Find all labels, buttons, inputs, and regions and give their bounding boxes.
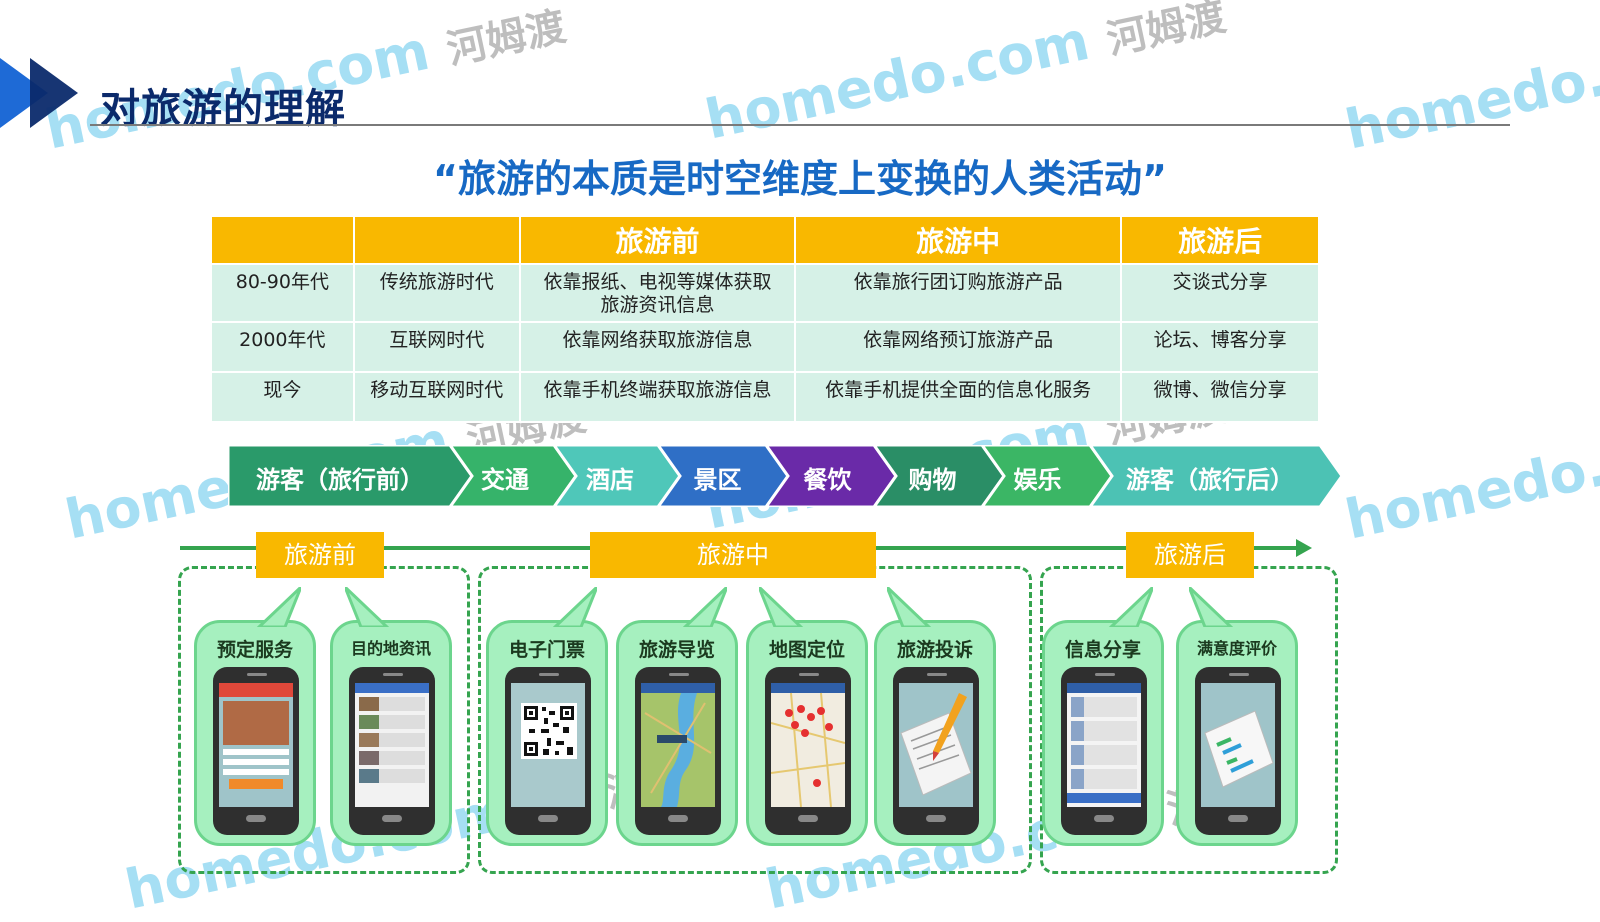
- table-cell: 依靠报纸、电视等媒体获取 旅游资讯信息: [518, 263, 797, 323]
- chain-step-label: 酒店: [586, 466, 634, 494]
- title-divider: [90, 124, 1510, 126]
- table-cell: 传统旅游时代: [352, 263, 521, 323]
- document-pen-icon: [899, 683, 973, 807]
- phone: [765, 667, 851, 835]
- table-cell: 依靠旅行团订购旅游产品: [794, 263, 1123, 323]
- service-card-label: 满意度评价: [1196, 639, 1277, 658]
- map-pin-icon: [771, 683, 845, 807]
- chain-step-chevron: [448, 445, 578, 507]
- table-row: 2000年代 互联网时代 依靠网络获取旅游信息 依靠网络预订旅游产品 论坛、博客…: [210, 321, 1320, 373]
- table-header-cell: 旅游前: [518, 215, 797, 265]
- rating-sheet-icon: [1201, 683, 1275, 807]
- service-card: 旅游投诉: [874, 587, 996, 846]
- service-card-label: 旅游投诉: [896, 639, 973, 661]
- phase-tag-during: 旅游中: [590, 532, 876, 578]
- chain-step-chevron: [1088, 445, 1344, 507]
- chain-step-chevron: [656, 445, 790, 507]
- destination-list-screen-icon: [355, 683, 429, 807]
- speech-tail-icon: [1189, 587, 1234, 627]
- watermark: homedo.com 河姆渡: [700, 0, 1230, 152]
- chain-step-chevron: [764, 445, 898, 507]
- table-cell: 依靠网络获取旅游信息: [518, 321, 797, 373]
- service-card: 地图定位: [746, 587, 868, 846]
- chain-step-label: 游客（旅行后）: [1126, 466, 1294, 494]
- logo-arrow-icon: [0, 58, 78, 128]
- phone: [213, 667, 299, 835]
- timeline-arrowhead-icon: [1296, 539, 1312, 557]
- service-card: 目的地资讯: [330, 587, 452, 846]
- service-card-label: 旅游导览: [638, 639, 715, 661]
- service-card-label: 目的地资讯: [350, 639, 431, 658]
- table-header-cell: [210, 215, 355, 265]
- chain-step-label: 娱乐: [1013, 466, 1062, 494]
- table-cell: 交谈式分享: [1120, 263, 1320, 323]
- chain-step-label: 交通: [481, 466, 529, 494]
- table-cell: 依靠手机终端获取旅游信息: [518, 371, 797, 423]
- watermark: homedo.com: [1340, 18, 1600, 162]
- table-cell: 依靠手机提供全面的信息化服务: [794, 371, 1123, 423]
- table-header-cell: 旅游中: [794, 215, 1123, 265]
- table-cell: 移动互联网时代: [352, 371, 521, 423]
- table-header-row: 旅游前 旅游中 旅游后: [210, 215, 1320, 265]
- table-row: 80-90年代 传统旅游时代 依靠报纸、电视等媒体获取 旅游资讯信息 依靠旅行团…: [210, 263, 1320, 323]
- table-cell: 互联网时代: [352, 321, 521, 373]
- table-cell: 80-90年代: [210, 263, 355, 323]
- phase-tag-after: 旅游后: [1126, 532, 1254, 578]
- service-card: 预定服务: [194, 587, 316, 846]
- chain-step-label: 游客（旅行前）: [256, 466, 424, 494]
- chain-step-chevron: [228, 445, 474, 507]
- table-cell: 论坛、博客分享: [1120, 321, 1320, 373]
- qr-code-icon: [511, 683, 585, 807]
- table-cell: 2000年代: [210, 321, 355, 373]
- table-cell: 微博、微信分享: [1120, 371, 1320, 423]
- phone: [635, 667, 721, 835]
- chain-step-chevron: [872, 445, 1006, 507]
- speech-tail-icon: [256, 587, 301, 627]
- table-row: 现今 移动互联网时代 依靠手机终端获取旅游信息 依靠手机提供全面的信息化服务 微…: [210, 371, 1320, 423]
- phone: [1195, 667, 1281, 835]
- travel-chain: [228, 445, 1344, 507]
- speech-tail-icon: [345, 587, 390, 627]
- service-card-label: 预定服务: [216, 639, 293, 661]
- speech-tail-icon: [887, 587, 932, 627]
- service-card: 信息分享: [1042, 587, 1164, 846]
- speech-tail-icon: [759, 587, 804, 627]
- chain-step-chevron: [980, 445, 1114, 507]
- service-card-label: 信息分享: [1064, 639, 1141, 661]
- speech-tail-icon: [1108, 587, 1153, 627]
- chain-step-label: 餐饮: [803, 466, 852, 494]
- speech-tail-icon: [552, 587, 597, 627]
- chain-step-chevron: [552, 445, 682, 507]
- slide-quote: “旅游的本质是时空维度上变换的人类活动”: [433, 157, 1167, 201]
- service-card: 满意度评价: [1176, 587, 1298, 846]
- service-card-label: 电子门票: [508, 639, 585, 661]
- service-card-label: 地图定位: [768, 639, 845, 661]
- phone: [505, 667, 591, 835]
- service-card: 电子门票: [486, 587, 608, 846]
- hotel-booking-screen-icon: [219, 683, 293, 807]
- watermark: homedo.com: [1340, 408, 1600, 552]
- social-feed-icon: [1067, 683, 1141, 807]
- phase-tag-before: 旅游前: [256, 532, 384, 578]
- chain-step-label: 购物: [908, 466, 957, 494]
- table-cell: 现今: [210, 371, 355, 423]
- phone: [349, 667, 435, 835]
- service-card: 旅游导览: [616, 587, 738, 846]
- table-header-cell: 旅游后: [1120, 215, 1320, 265]
- phone: [893, 667, 979, 835]
- chain-step-label: 景区: [693, 466, 742, 494]
- table-cell: 依靠网络预订旅游产品: [794, 321, 1123, 373]
- phone: [1061, 667, 1147, 835]
- era-table: 旅游前 旅游中 旅游后 80-90年代 传统旅游时代 依靠报纸、电视等媒体获取 …: [210, 215, 1320, 423]
- table-header-cell: [352, 215, 521, 265]
- speech-tail-icon: [682, 587, 727, 627]
- map-guide-icon: [641, 683, 715, 807]
